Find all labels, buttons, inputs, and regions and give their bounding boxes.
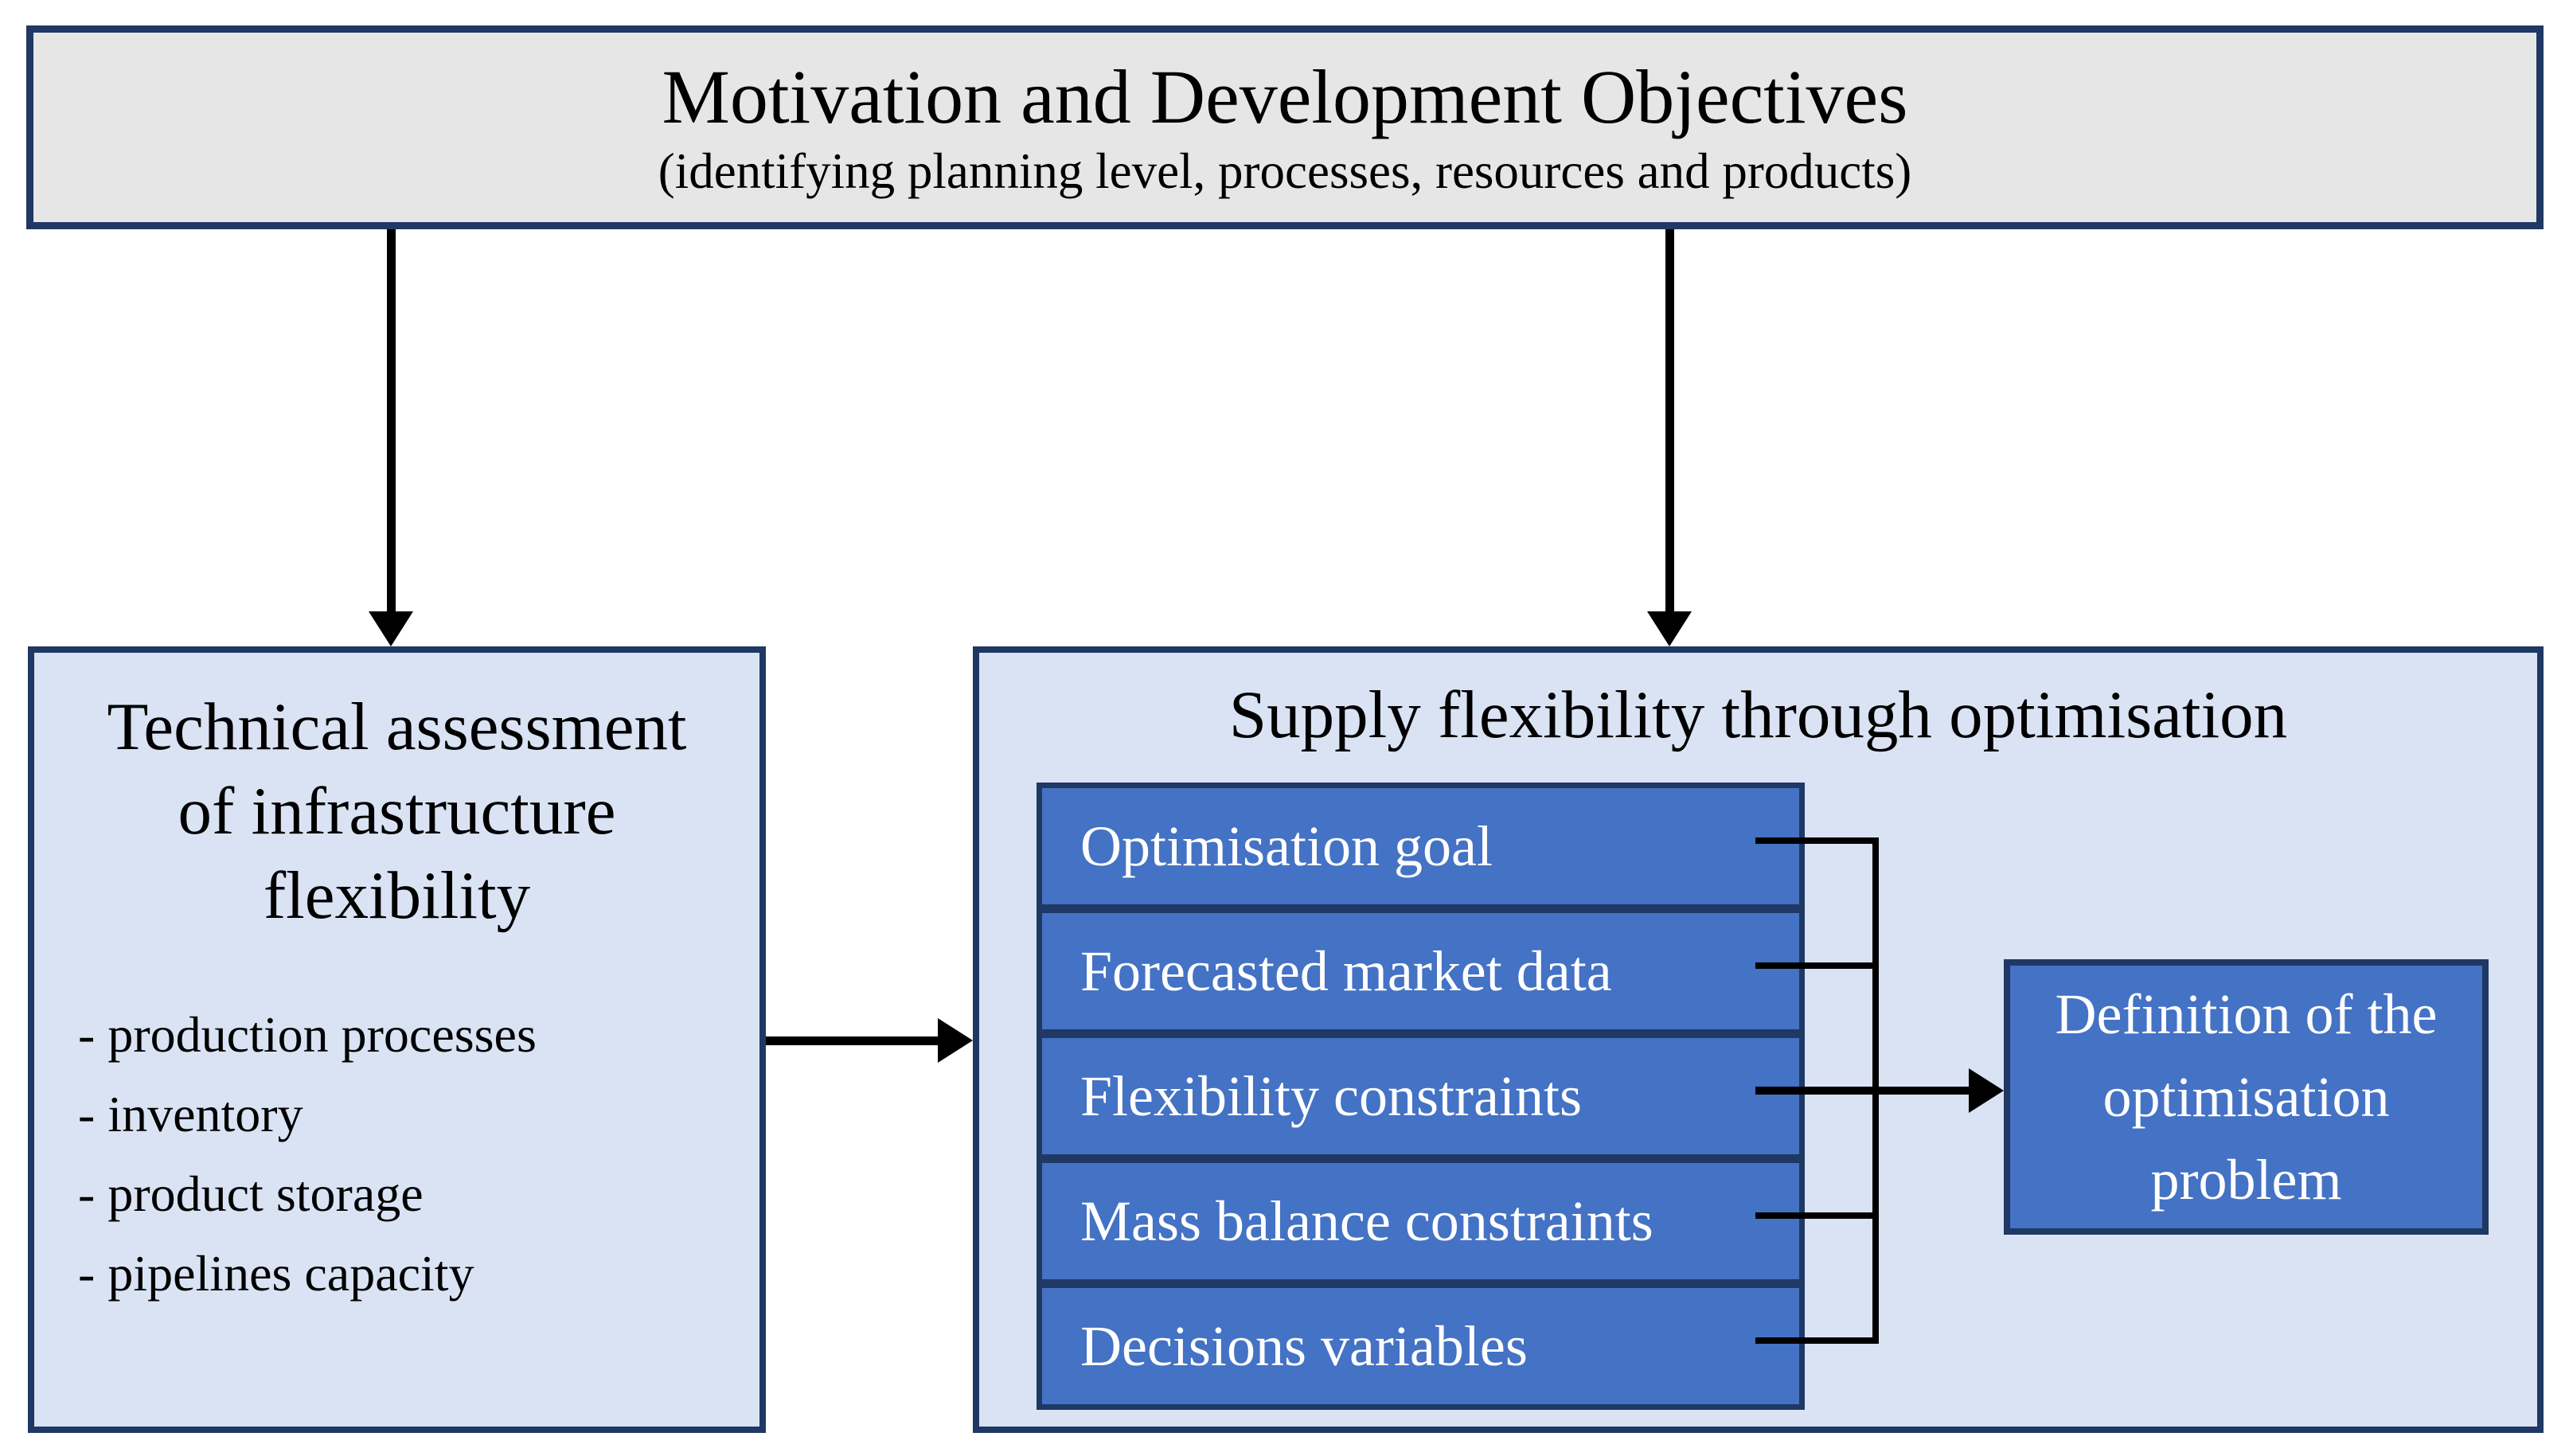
definition-box-line2: optimisation [2102, 1065, 2390, 1129]
process-box-optimisation-goal: Optimisation goal [1037, 783, 1805, 910]
list-item-pipelines-capacity: - pipelines capacity [78, 1245, 474, 1302]
process-box-mass-balance-constraints-label: Mass balance constraints [1080, 1189, 1653, 1253]
connector-optimisation-goal [1755, 837, 1879, 844]
list-item-inventory: - inventory [78, 1086, 303, 1142]
list-item-product-storage: - product storage [78, 1165, 424, 1222]
arrow-top-to-right-shaft [1665, 229, 1674, 613]
arrow-left-to-right-arrowhead-icon [938, 1018, 973, 1063]
motivation-objectives-box: Motivation and Development Objectives (i… [26, 25, 2544, 229]
technical-assessment-title-line1: Technical assessment [107, 689, 687, 764]
connector-decisions-variables [1755, 1337, 1879, 1344]
process-box-flexibility-constraints: Flexibility constraints [1037, 1032, 1805, 1160]
technical-assessment-title-line3: flexibility [263, 858, 531, 933]
technical-assessment-title-line2: of infrastructure [178, 774, 616, 849]
arrow-left-to-right-shaft [766, 1036, 939, 1045]
process-box-optimisation-goal-label: Optimisation goal [1080, 814, 1493, 878]
process-box-forecasted-market-data-label: Forecasted market data [1080, 939, 1612, 1003]
motivation-objectives-title: Motivation and Development Objectives [662, 53, 1908, 139]
arrow-top-to-right-arrowhead-icon [1647, 611, 1692, 646]
arrow-top-to-left-arrowhead-icon [369, 611, 413, 646]
technical-assessment-title: Technical assessment of infrastructure f… [34, 685, 759, 938]
motivation-objectives-subtitle: (identifying planning level, processes, … [658, 143, 1912, 200]
supply-flexibility-panel: Supply flexibility through optimisation … [973, 646, 2544, 1433]
process-box-forecasted-market-data: Forecasted market data [1037, 908, 1805, 1035]
arrow-to-definition-shaft [1755, 1087, 1970, 1095]
process-box-decisions-variables-label: Decisions variables [1080, 1314, 1528, 1378]
arrow-top-to-left-shaft [387, 229, 396, 613]
arrow-to-definition-arrowhead-icon [1969, 1068, 2004, 1113]
technical-assessment-list: - production processes - inventory - pro… [78, 995, 736, 1314]
definition-box-line3: problem [2150, 1148, 2342, 1212]
list-item-production-processes: - production processes [78, 1006, 537, 1063]
supply-flexibility-title: Supply flexibility through optimisation [1228, 677, 2288, 752]
definition-optimisation-problem-box: Definition of the optimisation problem [2004, 959, 2489, 1235]
connector-mass-balance-constraints [1755, 1212, 1879, 1219]
technical-assessment-box: Technical assessment of infrastructure f… [28, 646, 766, 1433]
process-box-mass-balance-constraints: Mass balance constraints [1037, 1157, 1805, 1285]
process-box-decisions-variables: Decisions variables [1037, 1282, 1805, 1410]
connector-forecasted-market-data [1755, 962, 1879, 969]
process-box-flexibility-constraints-label: Flexibility constraints [1080, 1064, 1582, 1128]
definition-box-line1: Definition of the [2055, 982, 2438, 1046]
